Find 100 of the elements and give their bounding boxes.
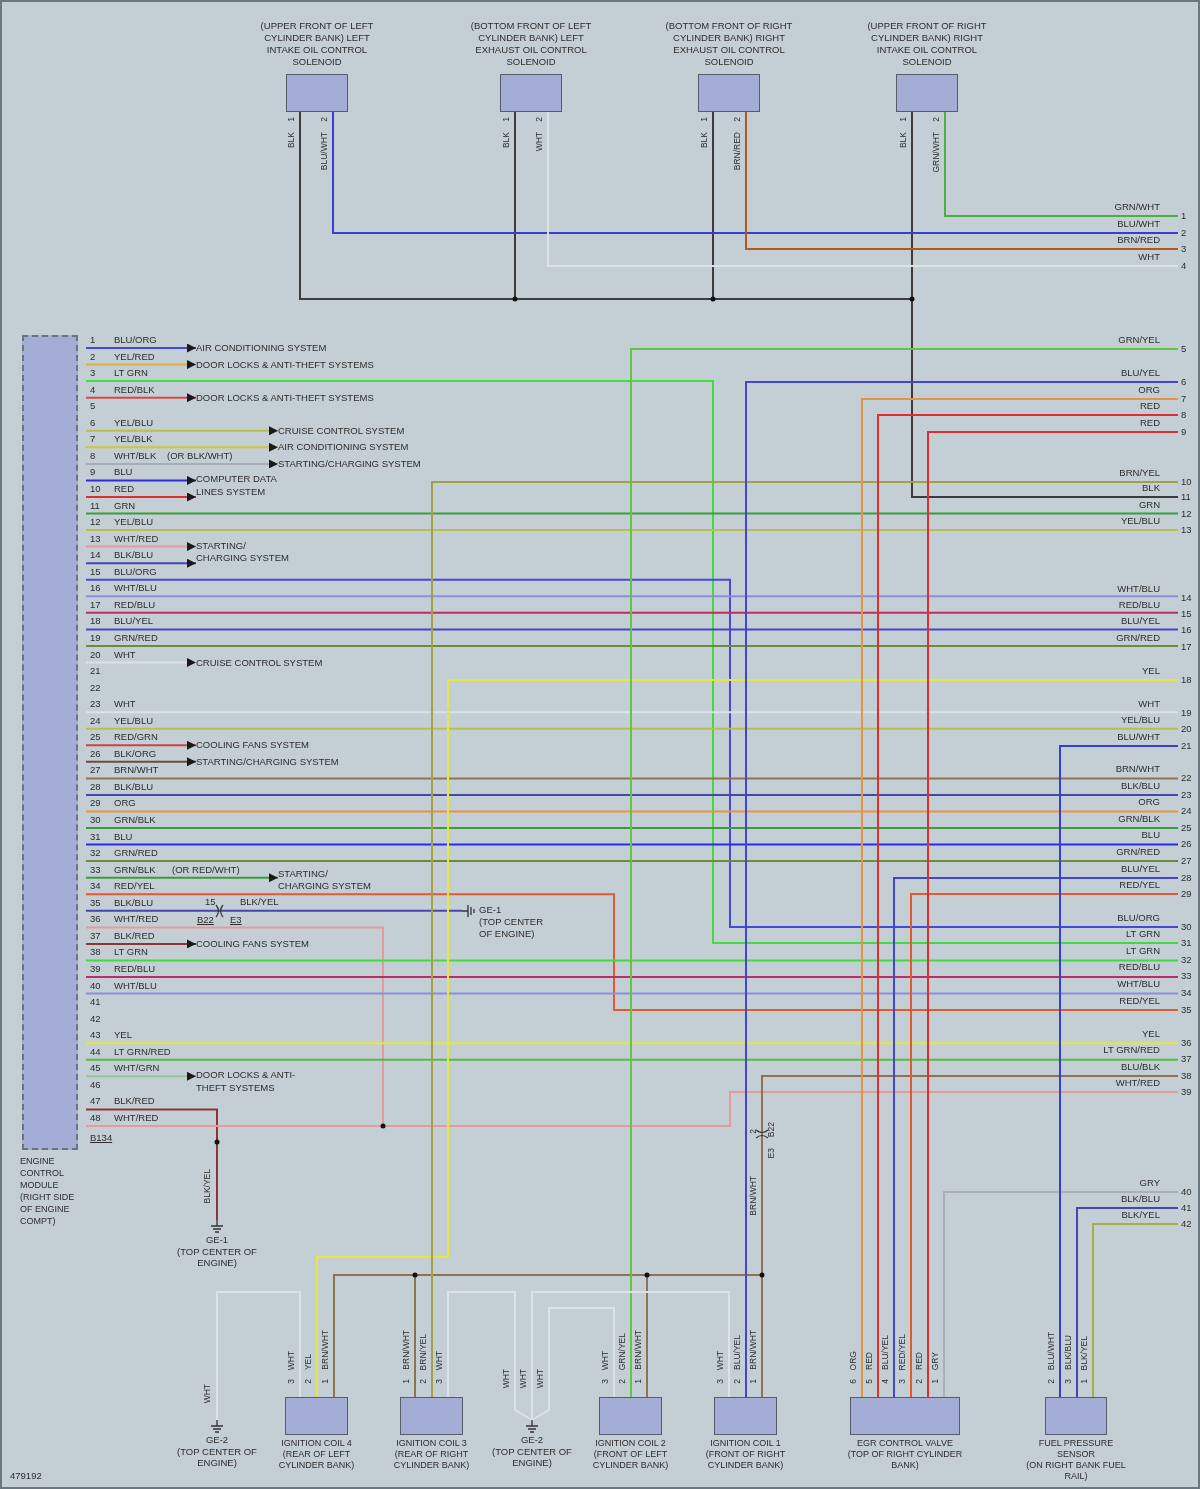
wire-color-code: GRN/RED (114, 631, 158, 643)
pin-number: 1 (501, 117, 511, 122)
wire-color-code: RED/GRN (114, 731, 158, 743)
pin-number: 3 (1063, 1379, 1073, 1384)
wire (85, 959, 1179, 962)
pin-number: 24 (90, 714, 101, 726)
pin-number: 3 (286, 1379, 296, 1384)
wire-color-code: YEL/BLU (1120, 515, 1160, 526)
wire-color-code: BLU/YEL (1120, 367, 1160, 378)
wire (531, 1291, 730, 1421)
pin-number: 2 (732, 117, 742, 122)
pin-number: 10 (90, 482, 101, 494)
wire-color-code: GRN (1138, 499, 1160, 510)
wire-color-code: WHT/BLU (114, 979, 157, 991)
arrow (85, 442, 279, 452)
arrow (85, 658, 197, 667)
wire-color-code: BLK (699, 132, 709, 149)
connector-id: E3 (230, 914, 242, 925)
pin-number: 37 (1178, 1052, 1192, 1065)
wire-color-code: RED/YEL (1119, 879, 1160, 890)
wire-color-code: BLU/YEL (114, 615, 154, 627)
pin-number: 15 (90, 565, 101, 577)
connector-id: E3 (766, 1148, 776, 1159)
pin-number: 15 (1178, 607, 1192, 620)
system-label: STARTING/ CHARGING SYSTEM (278, 867, 374, 893)
component-label: (TOP OF RIGHT CYLINDER BANK) (846, 1449, 964, 1471)
pin-number: 26 (90, 747, 101, 759)
wire-color-code: BLU/YEL (1120, 615, 1160, 626)
wire-color-code: WHT/GRN (114, 1062, 160, 1074)
pin-number: 32 (90, 847, 101, 859)
pin-number: 30 (90, 814, 101, 826)
wire (761, 1075, 1179, 1398)
pin-number: 17 (90, 598, 101, 610)
wire-color-code: ORG (1138, 384, 1160, 395)
wire-color-code: RED (114, 482, 135, 494)
pin-number: 2 (90, 350, 96, 362)
wire-color-code: ORG (114, 797, 136, 809)
wire-color-code: YEL/BLU (1120, 714, 1160, 725)
pin-number: 27 (90, 764, 101, 776)
wire-color-code: LT GRN/RED (1103, 1044, 1160, 1055)
wire (630, 348, 1179, 1398)
wire-color-code: WHT (535, 1368, 545, 1388)
wire-color-code: BLU/YEL (880, 1335, 890, 1370)
wire (216, 1291, 301, 1421)
pin-number: 10 (1178, 475, 1192, 488)
wire-color-code: WHT (518, 1368, 528, 1388)
arrow (85, 873, 279, 883)
wire (1076, 1207, 1179, 1398)
pin-number: 35 (90, 896, 101, 908)
pin-number: 19 (1178, 706, 1192, 719)
wire-color-code: BLK (1142, 482, 1160, 493)
pin-number: 2 (319, 117, 329, 122)
wire-color-code: LT GRN (1126, 945, 1160, 956)
wire-color-code: WHT (434, 1350, 444, 1370)
pin-number: 23 (90, 698, 101, 710)
pin-number: 6 (848, 1379, 858, 1384)
wire-color-code: BLK (286, 132, 296, 149)
pin-number: 36 (90, 913, 101, 925)
arrow (85, 1071, 197, 1081)
wire (1059, 745, 1179, 1398)
pin-number: 2 (1178, 226, 1187, 239)
wire (85, 611, 1179, 614)
wire-color-code: GRN/RED (1116, 632, 1160, 643)
pin-number: 4 (90, 383, 96, 395)
wire (85, 512, 1179, 515)
pin-number: 30 (1178, 920, 1192, 933)
system-label: COMPUTER DATA LINES SYSTEM (196, 473, 291, 499)
pin-number: 15 (205, 896, 216, 907)
pin-number: 7 (1178, 392, 1187, 405)
system-label: DOOR LOCKS & ANTI-THEFT SYSTEMS (196, 391, 374, 404)
pin-number: 14 (90, 549, 101, 561)
wire (85, 1108, 218, 1221)
pin-number: 17 (1178, 640, 1192, 653)
wire-color-code: YEL/BLU (114, 516, 154, 528)
pin-number: 6 (1178, 375, 1187, 388)
pin-number: 7 (90, 433, 96, 445)
wire-color-code: BRN/YEL (1119, 467, 1160, 478)
component-label: IGNITION COIL 4 (281, 1438, 352, 1449)
pin-number: 31 (1178, 936, 1192, 949)
wire-color-code: LT GRN (114, 946, 148, 958)
system-label: AIR CONDITIONING SYSTEM (278, 441, 409, 454)
wire-color-code: WHT (114, 648, 136, 660)
wire-color-code: BRN/WHT (114, 764, 159, 776)
pin-number: 28 (1178, 871, 1192, 884)
wire-color-code: BLU/WHT (1046, 1331, 1056, 1370)
wire-color-code: WHT/RED (114, 913, 159, 925)
wire-color-code: GRN/YEL (1118, 334, 1160, 345)
component-label: (UPPER FRONT OF LEFT CYLINDER BANK) LEFT INTAKE OIL CONTROL SOLENOID (259, 20, 375, 68)
pin-number: 41 (90, 996, 101, 1008)
wire-color-code: BRN/WHT (1115, 763, 1160, 774)
pin-number: 12 (1178, 507, 1192, 520)
wire-color-code: RED (1139, 417, 1160, 428)
pin-number: 21 (90, 665, 101, 677)
pin-number: 12 (90, 516, 101, 528)
pin-number: 23 (1178, 788, 1192, 801)
system-label: CRUISE CONTROL SYSTEM (278, 424, 405, 437)
component-label: (BOTTOM FRONT OF LEFT CYLINDER BANK) LEFT EXHAUST OIL CONTROL SOLENOID (469, 20, 593, 68)
wire (1092, 1223, 1179, 1398)
pin-number: 38 (1178, 1069, 1192, 1082)
pin-number: 44 (90, 1045, 101, 1057)
